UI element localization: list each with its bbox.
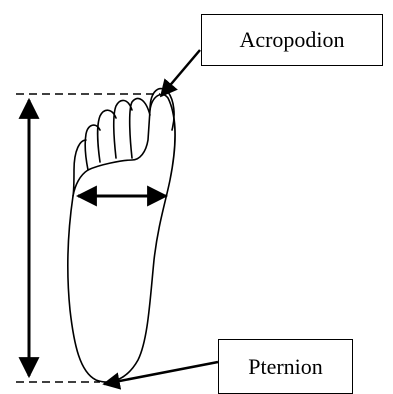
pternion-label: Pternion xyxy=(218,339,353,394)
pternion-pointer-arrow xyxy=(104,362,218,384)
acropodion-pointer-arrow xyxy=(161,50,200,96)
foot-outline xyxy=(68,89,175,382)
acropodion-label: Acropodion xyxy=(201,14,383,66)
acropodion-label-text: Acropodion xyxy=(239,27,344,53)
pternion-label-text: Pternion xyxy=(248,354,323,380)
